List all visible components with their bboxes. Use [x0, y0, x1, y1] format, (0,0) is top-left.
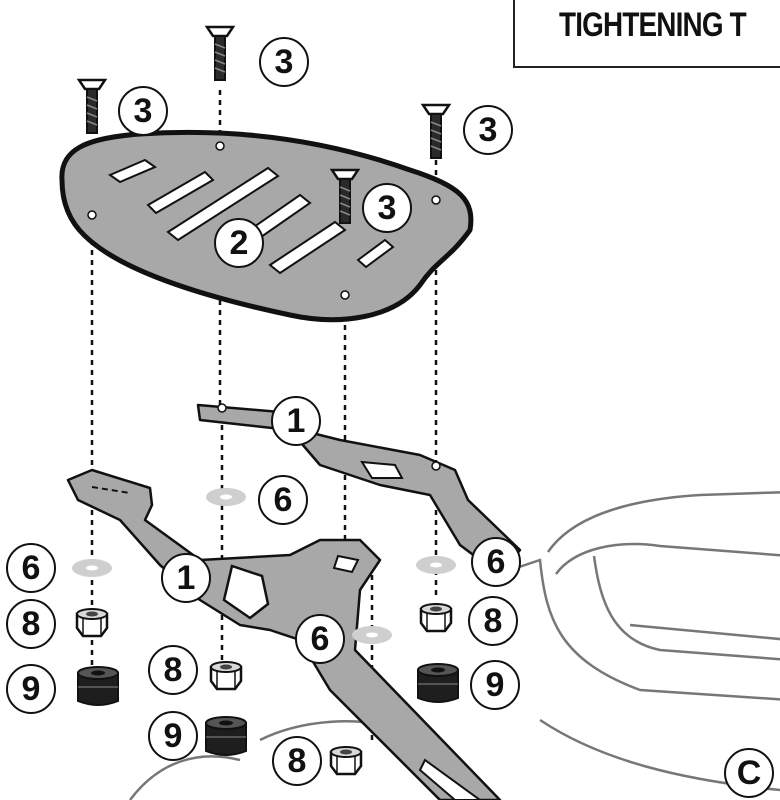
callout-plate: 2 — [214, 218, 264, 268]
callout-washer-lower: 6 — [295, 614, 345, 664]
nut-bottom — [329, 745, 363, 776]
screw-c — [421, 103, 451, 160]
header-title: TIGHTENING T — [559, 6, 747, 44]
callout-nut-bottom: 8 — [272, 736, 322, 786]
nut-left — [75, 607, 109, 638]
callout-bracket-left: 1 — [161, 553, 211, 603]
callout-grommet-center: 9 — [148, 711, 198, 761]
callout-screw-c: 3 — [463, 105, 513, 155]
callout-screw-d: 3 — [362, 183, 412, 233]
tightening-header: TIGHTENING T — [513, 0, 780, 68]
bracket-left — [66, 468, 502, 800]
callout-grommet-left: 9 — [6, 664, 56, 714]
callout-bracket-right: 1 — [271, 396, 321, 446]
grommet-right — [417, 663, 459, 703]
callout-corner-c: C — [724, 748, 774, 798]
washer-left — [72, 559, 112, 577]
callout-nut-center: 8 — [148, 645, 198, 695]
callout-screw-b: 3 — [259, 37, 309, 87]
callout-washer-center: 6 — [258, 475, 308, 525]
callout-washer-left: 6 — [6, 543, 56, 593]
grommet-center — [205, 716, 247, 756]
washer-lower — [352, 626, 392, 644]
top-plate — [59, 129, 474, 323]
nut-right — [419, 602, 453, 633]
screw-b — [205, 25, 235, 82]
washer-center — [206, 488, 246, 506]
callout-nut-right: 8 — [468, 596, 518, 646]
callout-screw-a: 3 — [118, 86, 168, 136]
seat-outline — [129, 491, 780, 800]
callout-nut-left: 8 — [6, 599, 56, 649]
screw-a — [77, 78, 107, 135]
nut-center — [209, 660, 243, 691]
grommet-left — [77, 666, 119, 706]
callout-grommet-right: 9 — [470, 660, 520, 710]
washer-right — [416, 556, 456, 574]
callout-washer-right: 6 — [471, 537, 521, 587]
